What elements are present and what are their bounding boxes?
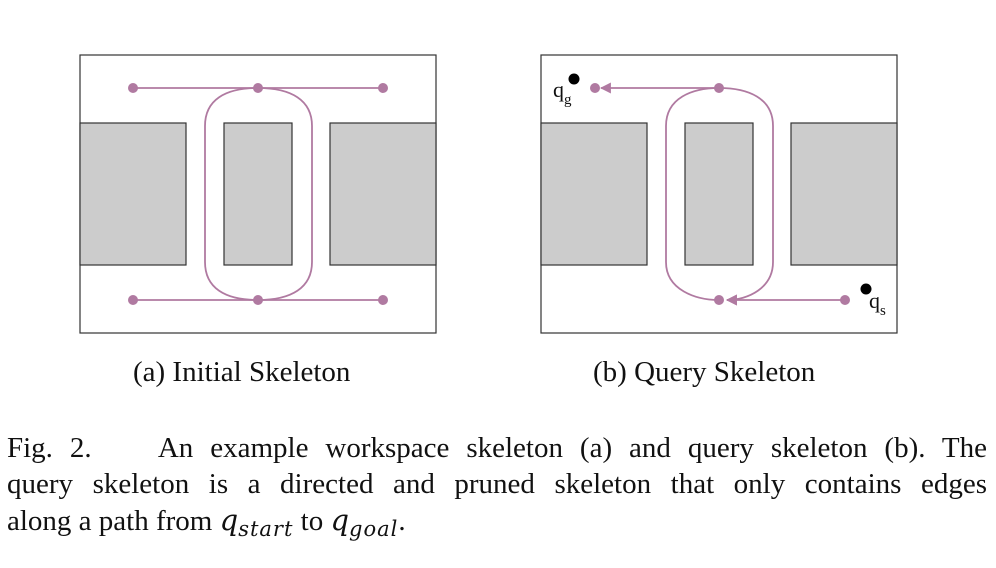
- subcaption-query-skeleton: (b) Query Skeleton: [593, 356, 816, 388]
- caption-label: Fig. 2.: [7, 432, 92, 464]
- skeleton-node: [840, 295, 850, 305]
- caption-line-2: query skeleton is a directed and pruned …: [7, 468, 987, 500]
- skeleton-node: [590, 83, 600, 93]
- figure-illustration: qg qs: [79, 54, 898, 334]
- math-q-goal: qgoal: [330, 503, 399, 541]
- obstacle-left: [540, 122, 648, 266]
- start-point: [860, 283, 872, 295]
- skeleton-loop-right: [257, 87, 313, 301]
- obstacle-right: [329, 122, 437, 266]
- caption-line-3: along a path from qstart to qgoal.: [7, 502, 987, 547]
- skeleton-node: [714, 83, 724, 93]
- math-q-start: qstart: [219, 503, 294, 541]
- skeleton-node: [128, 83, 138, 93]
- obstacle-right: [790, 122, 898, 266]
- skeleton-node: [378, 295, 388, 305]
- panel-initial-skeleton: [79, 54, 437, 334]
- skeleton-node: [378, 83, 388, 93]
- skeleton-node: [714, 295, 724, 305]
- figure-caption: Fig. 2. An example workspace skeleton (a…: [7, 430, 987, 547]
- caption-to: to: [300, 505, 324, 537]
- caption-text-3: along a path from: [7, 505, 213, 537]
- skeleton-node: [253, 295, 263, 305]
- subcaption-initial-skeleton: (a) Initial Skeleton: [133, 356, 351, 388]
- obstacle-middle: [223, 122, 293, 266]
- goal-label: qg: [553, 77, 572, 108]
- obstacle-left: [79, 122, 187, 266]
- caption-text-1: An example workspace skeleton (a) and qu…: [157, 432, 988, 464]
- panel-query-skeleton: qg qs: [540, 54, 898, 334]
- caption-line-1: Fig. 2. An example workspace skeleton (a…: [7, 430, 987, 466]
- skeleton-loop-left: [204, 87, 259, 301]
- obstacle-middle: [684, 122, 754, 266]
- skeleton-node: [128, 295, 138, 305]
- caption-period: .: [398, 505, 406, 537]
- skeleton-node: [253, 83, 263, 93]
- start-label: qs: [869, 288, 886, 319]
- goal-point: [568, 73, 580, 85]
